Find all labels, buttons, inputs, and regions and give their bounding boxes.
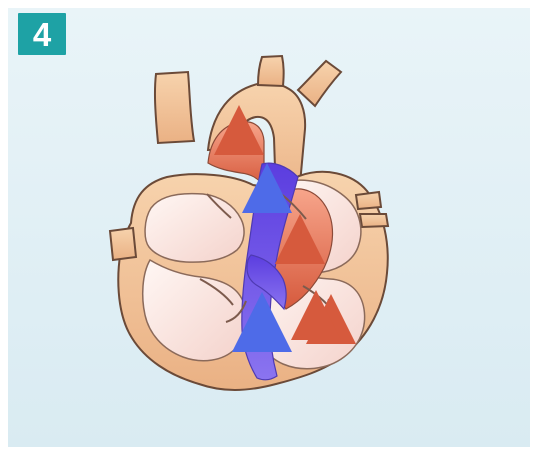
background-panel [8, 8, 530, 447]
figure-number-badge: 4 [18, 13, 66, 55]
